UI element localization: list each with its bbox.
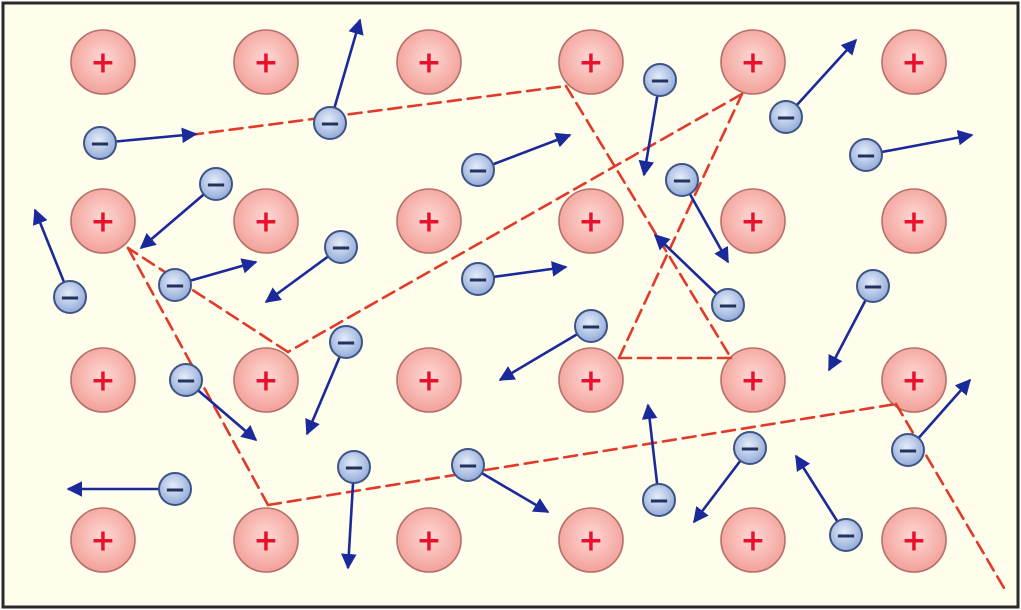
positive-ion: +	[71, 508, 135, 572]
positive-ion: +	[721, 30, 785, 94]
positive-ion: +	[397, 508, 461, 572]
positive-ion: +	[234, 30, 298, 94]
electron: −	[575, 310, 607, 342]
electron: −	[830, 519, 862, 551]
electron: −	[712, 289, 744, 321]
electron: −	[892, 434, 924, 466]
electron: −	[857, 270, 889, 302]
electron: −	[734, 432, 766, 464]
electron: −	[170, 364, 202, 396]
electron: −	[159, 269, 191, 301]
electron: −	[325, 231, 357, 263]
electron: −	[770, 101, 802, 133]
electron: −	[644, 64, 676, 96]
electron: −	[666, 164, 698, 196]
positive-ion: +	[559, 508, 623, 572]
electron: −	[850, 139, 882, 171]
positive-ion: +	[559, 348, 623, 412]
electron: −	[314, 107, 346, 139]
electron: −	[159, 473, 191, 505]
electron: −	[462, 154, 494, 186]
positive-ion: +	[71, 189, 135, 253]
positive-ion: +	[721, 508, 785, 572]
positive-ion: +	[397, 30, 461, 94]
positive-ion: +	[234, 348, 298, 412]
positive-ion: +	[882, 348, 946, 412]
electron: −	[462, 263, 494, 295]
positive-ion: +	[397, 189, 461, 253]
electron: −	[84, 127, 116, 159]
positive-ion: +	[71, 30, 135, 94]
positive-ion: +	[882, 30, 946, 94]
electron: −	[200, 168, 232, 200]
electron: −	[643, 484, 675, 516]
electron: −	[54, 281, 86, 313]
electron: −	[338, 451, 370, 483]
positive-ion: +	[882, 508, 946, 572]
positive-ion: +	[234, 508, 298, 572]
positive-ion: +	[234, 189, 298, 253]
electron: −	[330, 326, 362, 358]
positive-ion: +	[559, 189, 623, 253]
positive-ion: +	[721, 189, 785, 253]
positive-ion: +	[882, 189, 946, 253]
positive-ion: +	[71, 348, 135, 412]
positive-ion: +	[397, 348, 461, 412]
positive-ion: +	[559, 30, 623, 94]
electron: −	[452, 449, 484, 481]
